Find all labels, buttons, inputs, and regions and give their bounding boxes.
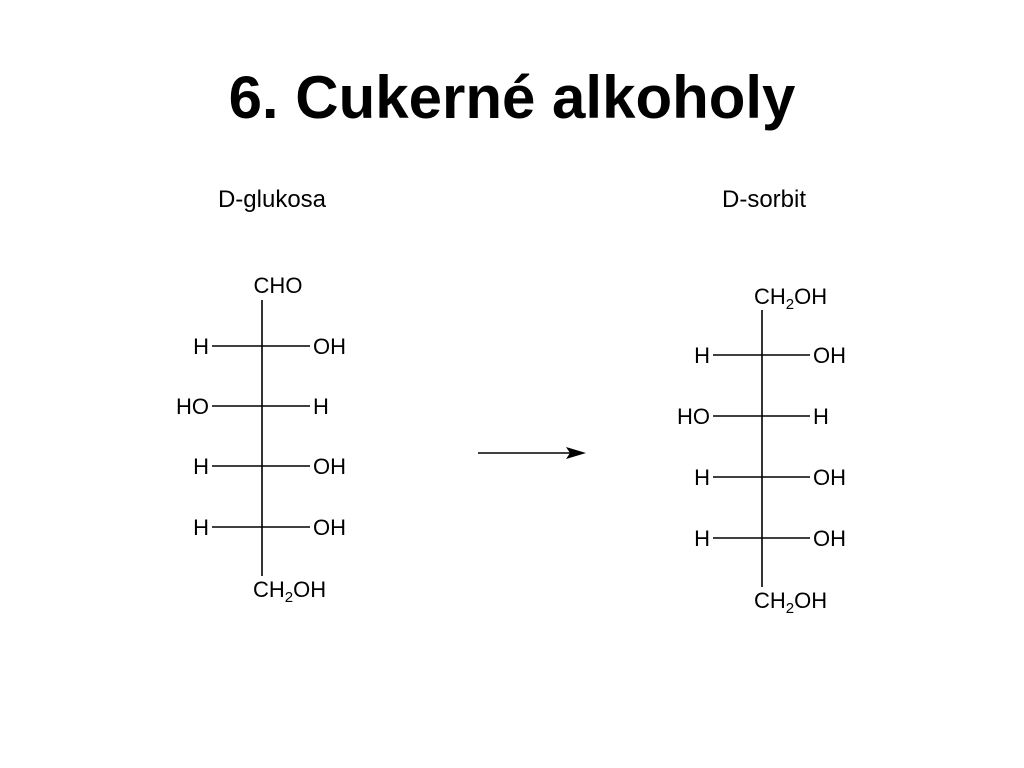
sorbitol-row-right: H bbox=[813, 404, 829, 429]
glucose-top-group: CHO bbox=[254, 273, 303, 298]
glucose-row-left: H bbox=[193, 334, 209, 359]
glucose-label: D-glukosa bbox=[217, 186, 327, 213]
sorbitol-top-tail: OH bbox=[794, 284, 827, 309]
glucose-row-2: HO H bbox=[176, 394, 329, 419]
glucose-bottom-group: CH2OH bbox=[253, 577, 326, 606]
sorbitol-bottom-subscript: 2 bbox=[786, 600, 794, 617]
glucose-row-right: H bbox=[313, 394, 329, 419]
glucose-row-1: H OH bbox=[193, 334, 346, 359]
sorbitol-row-right: OH bbox=[813, 526, 846, 551]
sorbitol-bottom-main: CH bbox=[754, 588, 786, 613]
glucose-row-right: OH bbox=[313, 515, 346, 540]
glucose-bottom-tail: OH bbox=[293, 577, 326, 602]
sorbitol-label: D-sorbit bbox=[721, 186, 807, 213]
glucose-row-left: H bbox=[193, 454, 209, 479]
glucose-bottom-main: CH bbox=[253, 577, 285, 602]
sorbitol-row-3: H OH bbox=[694, 465, 846, 490]
glucose-bottom-subscript: 2 bbox=[285, 589, 293, 606]
sorbitol-row-left: HO bbox=[677, 404, 710, 429]
slide-title: 6. Cukerné alkoholy bbox=[228, 64, 796, 131]
sorbitol-row-right: OH bbox=[813, 465, 846, 490]
sorbitol-bottom-tail: OH bbox=[794, 588, 827, 613]
reaction-arrow bbox=[478, 447, 586, 459]
sorbitol-row-left: H bbox=[694, 526, 710, 551]
sorbitol-row-1: H OH bbox=[694, 343, 846, 368]
glucose-row-right: OH bbox=[313, 454, 346, 479]
sorbitol-row-left: H bbox=[694, 465, 710, 490]
sorbitol-top-subscript: 2 bbox=[786, 296, 794, 313]
sorbitol-fischer-projection: CH2OH H OH HO H H OH H OH CH2OH bbox=[677, 284, 846, 617]
glucose-row-left: HO bbox=[176, 394, 209, 419]
sorbitol-row-4: H OH bbox=[694, 526, 846, 551]
glucose-row-4: H OH bbox=[193, 515, 346, 540]
glucose-row-3: H OH bbox=[193, 454, 346, 479]
sorbitol-top-main: CH bbox=[754, 284, 786, 309]
arrow-head bbox=[566, 447, 586, 459]
sorbitol-row-2: HO H bbox=[677, 404, 829, 429]
glucose-fischer-projection: CHO H OH HO H H OH H OH CH2OH bbox=[176, 273, 346, 606]
glucose-row-left: H bbox=[193, 515, 209, 540]
sorbitol-row-left: H bbox=[694, 343, 710, 368]
sorbitol-bottom-group: CH2OH bbox=[754, 588, 827, 617]
glucose-row-right: OH bbox=[313, 334, 346, 359]
sorbitol-top-group: CH2OH bbox=[754, 284, 827, 313]
sorbitol-row-right: OH bbox=[813, 343, 846, 368]
